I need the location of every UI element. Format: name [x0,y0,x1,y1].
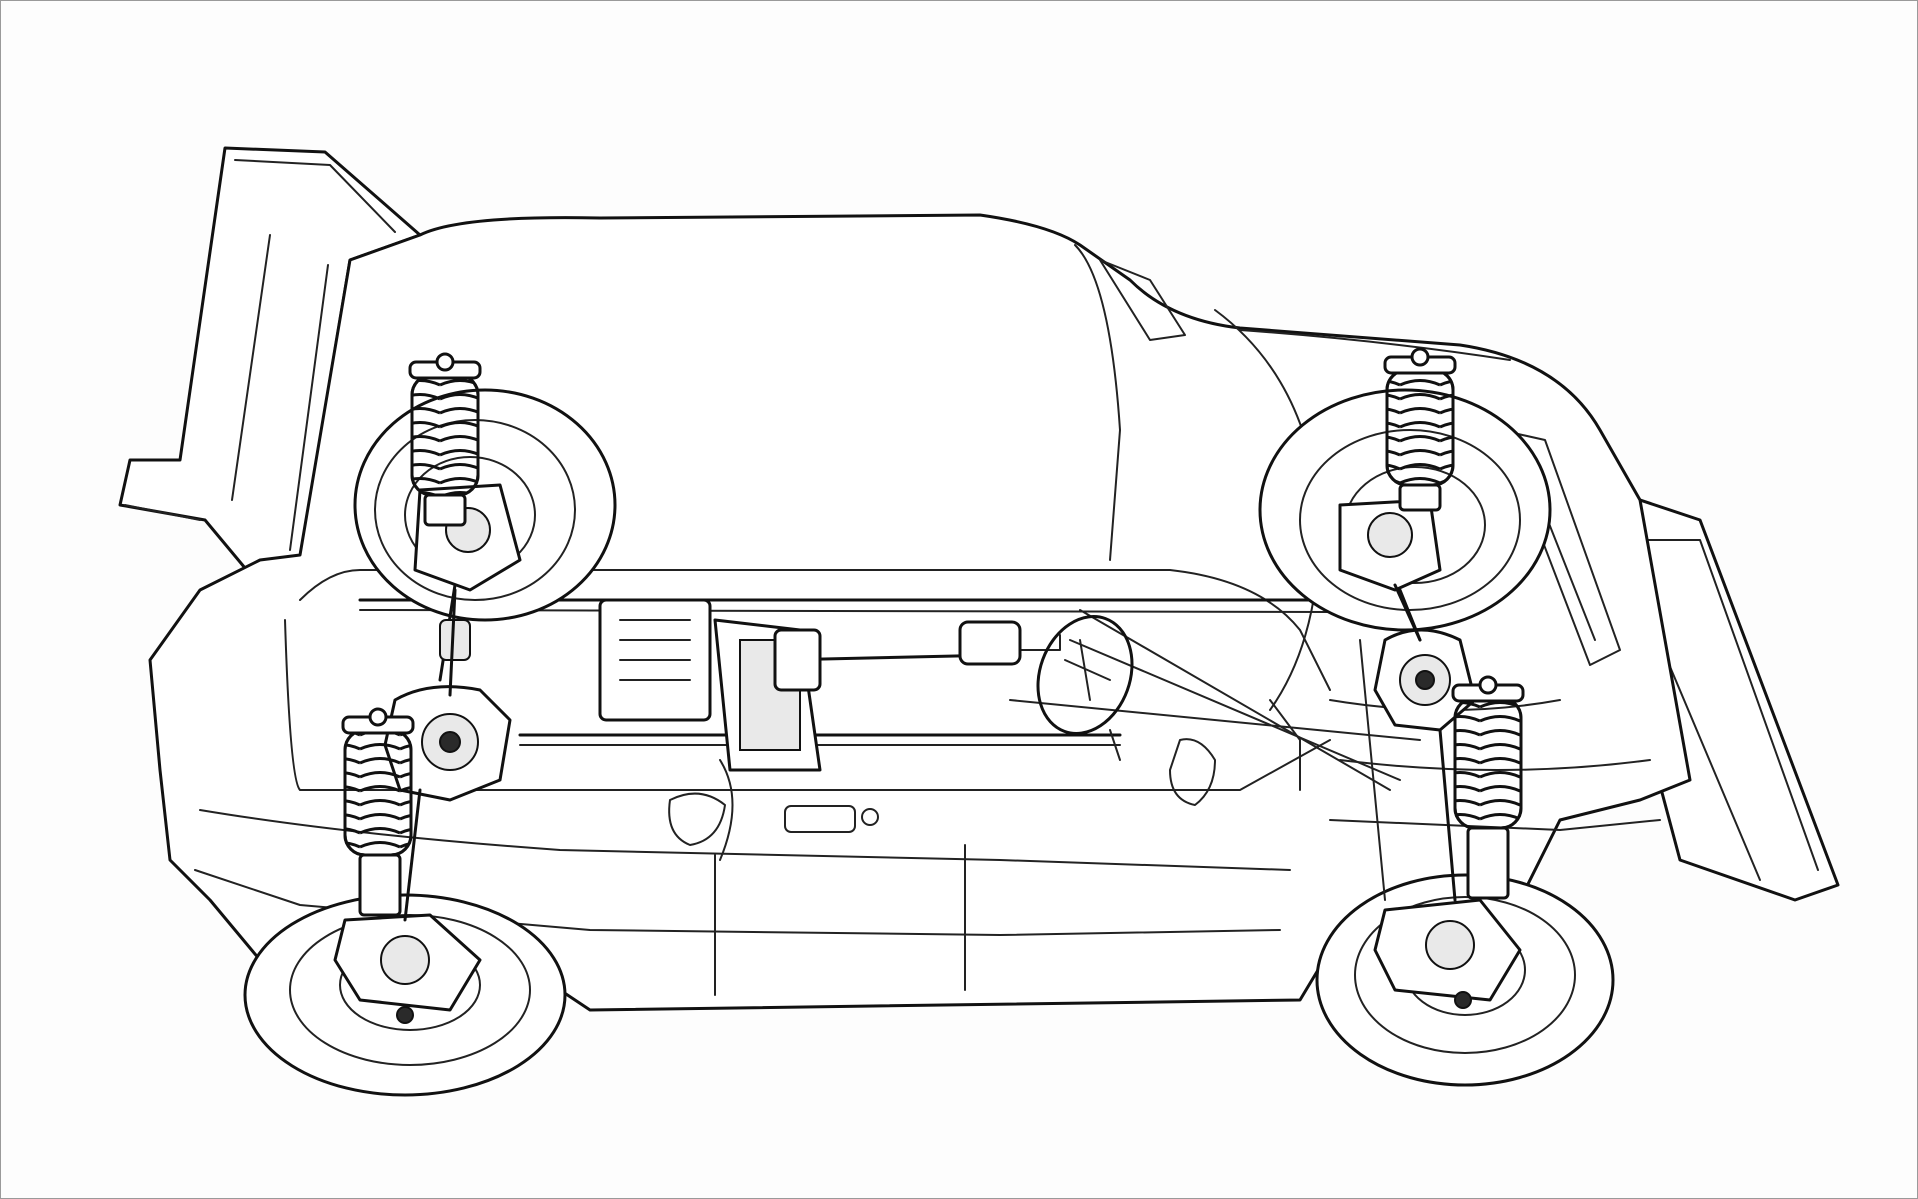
half-shafts [403,588,1457,922]
rear-left-coilover [341,707,415,917]
gearbox [598,598,822,772]
rear-differential [383,685,512,802]
front-left-coilover [1451,675,1525,900]
front-right-coilover [1383,347,1457,512]
rear-left-upright [333,913,482,1024]
front-left-upright [1373,898,1522,1009]
steering-wheel [1036,615,1134,761]
front-differential [1373,628,1477,732]
rear-right-coilover [408,352,482,527]
